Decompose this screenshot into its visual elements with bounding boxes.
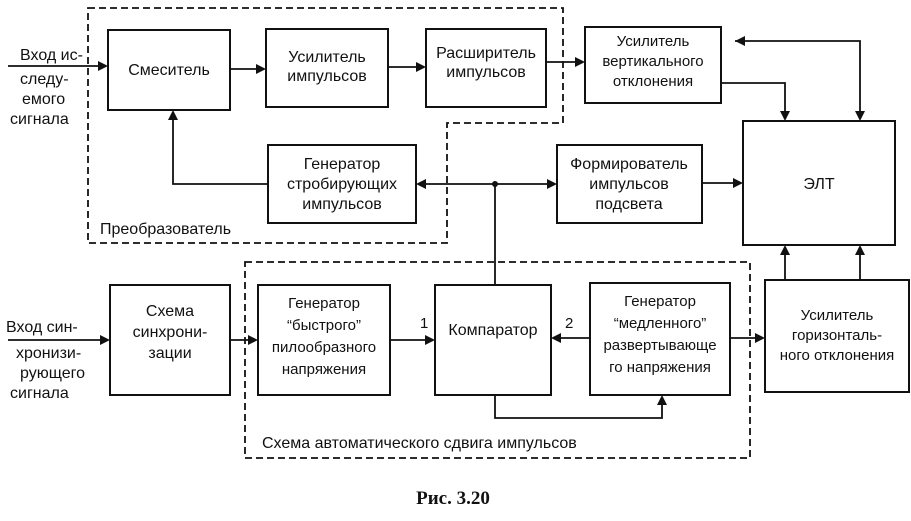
svg-text:Схема: Схема [146, 303, 194, 320]
svg-text:сигнала: сигнала [10, 385, 69, 402]
comparator-block: Компаратор [434, 284, 552, 396]
svg-text:следу-: следу- [20, 71, 69, 88]
backlight-former-block: Формирователь импульсов подсвета [556, 144, 703, 224]
svg-text:Вход ис-: Вход ис- [20, 47, 83, 64]
horizontal-amplifier-block: Усилитель горизонталь- ного отклонения [764, 279, 910, 393]
svg-text:импульсов: импульсов [287, 68, 367, 85]
svg-text:“медленного”: “медленного” [614, 315, 707, 332]
strobe-generator-block: Генератор стробирующих импульсов [267, 144, 417, 224]
svg-text:импульсов: импульсов [446, 64, 526, 81]
svg-text:синхрони-: синхрони- [133, 324, 208, 341]
svg-text:Расширитель: Расширитель [436, 45, 536, 62]
svg-text:зации: зации [148, 345, 191, 362]
mixer-block: Смеситель [107, 29, 231, 111]
input-signal-label: Вход ис- следу- емого сигнала [10, 47, 83, 128]
svg-text:Генератор: Генератор [624, 293, 696, 310]
vertical-amplifier-block: Усилитель вертикального отклонения [584, 26, 722, 104]
pulse-amplifier-block: Усилитель импульсов [265, 28, 389, 108]
svg-text:отклонения: отклонения [613, 73, 693, 90]
svg-text:Усилитель: Усилитель [617, 33, 690, 50]
comparator-input-1-label: 1 [420, 315, 428, 332]
mixer-label: Смеситель [128, 62, 210, 79]
slow-sweep-generator-block: Генератор “медленного” развертывающе го … [589, 282, 731, 396]
svg-text:ЭЛТ: ЭЛТ [803, 176, 834, 193]
svg-text:ного отклонения: ного отклонения [780, 347, 895, 364]
svg-text:Компаратор: Компаратор [448, 322, 537, 339]
auto-shift-group-label: Схема автоматического сдвига импульсов [262, 435, 577, 452]
svg-text:рующего: рующего [20, 365, 85, 382]
svg-text:Усилитель: Усилитель [288, 49, 366, 66]
svg-text:импульсов: импульсов [302, 196, 382, 213]
svg-text:“быстрого”: “быстрого” [287, 317, 361, 334]
svg-text:Усилитель: Усилитель [801, 307, 874, 324]
svg-text:го напряжения: го напряжения [609, 359, 711, 376]
svg-text:Генератор: Генератор [288, 295, 360, 312]
figure-caption: Рис. 3.20 [416, 488, 490, 509]
svg-text:развертывающе: развертывающе [603, 337, 716, 354]
svg-text:Формирователь: Формирователь [570, 156, 688, 173]
auto-shift-group-frame [244, 261, 751, 459]
svg-text:Генератор: Генератор [304, 156, 381, 173]
sync-circuit-block: Схема синхрони- зации [109, 284, 231, 396]
svg-text:Вход син-: Вход син- [6, 319, 78, 336]
fast-ramp-generator-block: Генератор “быстрого” пилообразного напря… [257, 284, 391, 396]
svg-text:подсвета: подсвета [595, 196, 662, 213]
connections [8, 36, 865, 419]
svg-text:сигнала: сигнала [10, 111, 69, 128]
comparator-input-2-label: 2 [565, 315, 573, 332]
svg-text:пилообразного: пилообразного [272, 339, 376, 356]
svg-text:емого: емого [22, 91, 65, 108]
crt-block: ЭЛТ [742, 120, 896, 246]
pulse-expander-block: Расширитель импульсов [425, 28, 547, 108]
svg-text:вертикального: вертикального [602, 53, 703, 70]
svg-text:стробирующих: стробирующих [287, 176, 397, 193]
input-sync-label: Вход син- хронизи- рующего сигнала [6, 319, 85, 402]
svg-text:горизонталь-: горизонталь- [792, 327, 882, 344]
svg-text:хронизи-: хронизи- [16, 345, 81, 362]
svg-text:напряжения: напряжения [282, 361, 366, 378]
svg-text:импульсов: импульсов [589, 176, 669, 193]
converter-group-frame [87, 7, 564, 244]
converter-group-label: Преобразователь [100, 221, 231, 238]
